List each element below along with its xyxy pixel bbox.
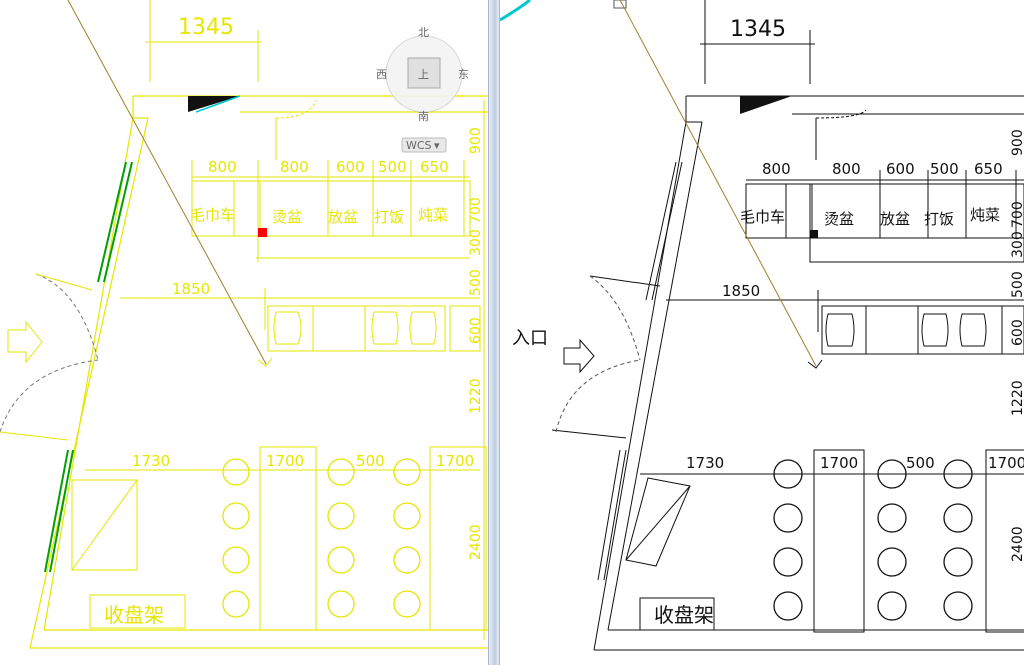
dim-row1-4: 650 xyxy=(420,158,449,176)
dim-row1-4-right: 650 xyxy=(974,160,1003,178)
dim-v-right-0: 900 xyxy=(1010,129,1024,156)
dim-v-right-6: 2400 xyxy=(1010,526,1024,562)
dim-row1-0-right: 800 xyxy=(762,160,791,178)
dim-v-right-2: 300 xyxy=(1010,231,1024,258)
grip-marker[interactable] xyxy=(258,228,267,237)
wcs-label: WCS xyxy=(406,139,432,152)
counter-label-serve-rice-right: 打饭 xyxy=(924,210,954,228)
viewcube-east[interactable]: 东 xyxy=(458,68,469,81)
entrance-label: 入口 xyxy=(512,328,548,349)
viewcube-face-label: 上 xyxy=(418,68,429,81)
dim-row1-3-right: 500 xyxy=(930,160,959,178)
counter-label-stew: 炖菜 xyxy=(418,206,448,224)
viewcube-west[interactable]: 西 xyxy=(376,68,387,81)
dim-row3-3: 1700 xyxy=(436,452,474,470)
dim-row3-2-right: 500 xyxy=(906,454,935,472)
counter-label-towel-cart-right: 毛巾车 xyxy=(740,208,785,226)
dim-top-width-right: 1345 xyxy=(730,17,786,42)
dim-row1-3: 500 xyxy=(378,158,407,176)
dim-row2-width: 1850 xyxy=(172,280,210,298)
left-viewport[interactable]: 1345 800 800 600 500 650 毛巾车 烫盆 放盆 打饭 炖菜… xyxy=(0,0,488,665)
viewport-splitter[interactable] xyxy=(488,0,500,665)
chevron-down-icon: ▾ xyxy=(434,139,440,152)
counter-label-serve-rice: 打饭 xyxy=(374,208,404,226)
dim-row1-2-right: 600 xyxy=(886,160,915,178)
dim-row1-2: 600 xyxy=(336,158,365,176)
dim-v-6: 2400 xyxy=(468,524,484,560)
dim-v-5: 1220 xyxy=(468,378,484,414)
dim-row1-0: 800 xyxy=(208,158,237,176)
dim-row2-width-right: 1850 xyxy=(722,282,760,300)
tray-rack-label: 收盘架 xyxy=(104,603,164,627)
dim-row3-3-right: 1700 xyxy=(988,454,1024,472)
dim-row3-0: 1730 xyxy=(132,452,170,470)
dim-row3-2: 500 xyxy=(356,452,385,470)
dim-v-3: 500 xyxy=(468,269,484,296)
dim-v-4: 600 xyxy=(468,317,484,344)
dim-v-2: 300 xyxy=(468,229,484,256)
dim-top-width: 1345 xyxy=(178,15,234,40)
left-drawing-canvas[interactable]: 1345 800 800 600 500 650 毛巾车 烫盆 放盆 打饭 炖菜… xyxy=(0,0,488,665)
counter-label-place-basin-right: 放盆 xyxy=(880,210,910,228)
counter-label-towel-cart: 毛巾车 xyxy=(190,206,235,224)
viewcube[interactable]: 上 北 南 东 西 WCS ▾ xyxy=(376,26,469,153)
tray-rack-label-right: 收盘架 xyxy=(654,603,714,627)
dim-v-1: 700 xyxy=(468,197,484,224)
right-viewport[interactable]: 1345 800 800 600 500 650 毛巾车 烫盆 放盆 打饭 炖菜… xyxy=(500,0,1024,665)
viewcube-face-top[interactable] xyxy=(407,57,441,89)
counter-label-scald-basin-right: 烫盆 xyxy=(824,210,854,228)
counter-label-place-basin: 放盆 xyxy=(328,208,358,226)
viewcube-north[interactable]: 北 xyxy=(418,26,429,39)
viewcube-south[interactable]: 南 xyxy=(418,110,429,123)
counter-label-stew-right: 炖菜 xyxy=(970,206,1000,224)
dim-row3-1-right: 1700 xyxy=(820,454,858,472)
dim-v-0: 900 xyxy=(468,127,484,154)
dim-row1-1: 800 xyxy=(280,158,309,176)
dim-v-right-1: 700 xyxy=(1010,201,1024,228)
counter-label-scald-basin: 烫盆 xyxy=(272,208,302,226)
dim-v-right-5: 1220 xyxy=(1010,380,1024,416)
right-drawing-canvas[interactable]: 1345 800 800 600 500 650 毛巾车 烫盆 放盆 打饭 炖菜… xyxy=(500,0,1024,665)
dim-v-right-4: 600 xyxy=(1010,319,1024,346)
dim-row3-1: 1700 xyxy=(266,452,304,470)
dim-row1-1-right: 800 xyxy=(832,160,861,178)
wcs-menu-button[interactable] xyxy=(401,137,447,153)
dim-v-right-3: 500 xyxy=(1010,271,1024,298)
dim-row3-0-right: 1730 xyxy=(686,454,724,472)
